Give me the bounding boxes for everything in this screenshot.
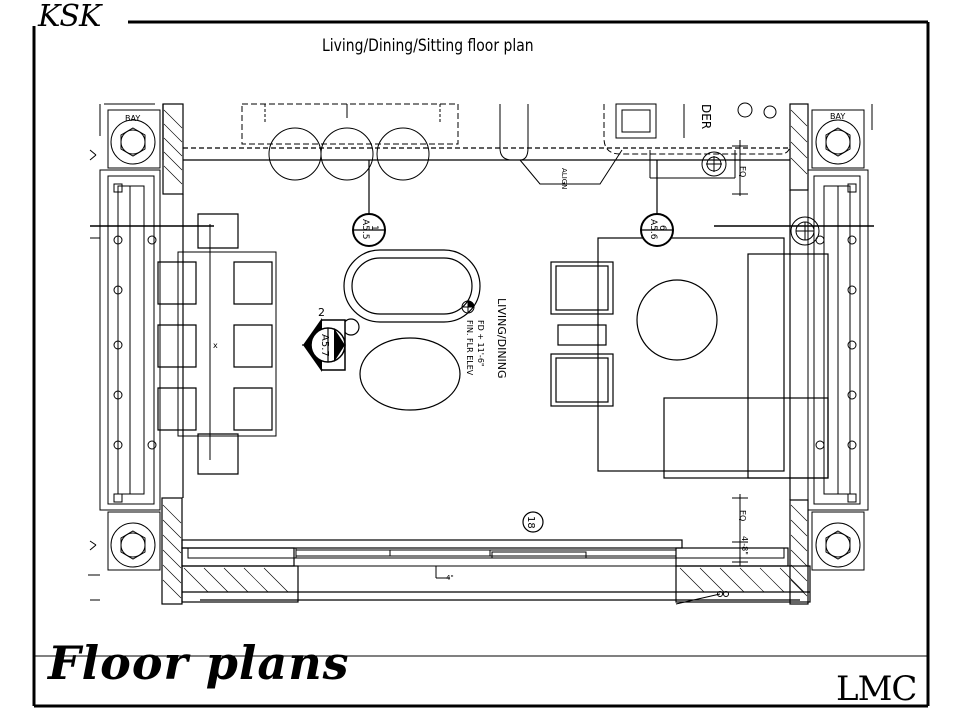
- sitting-furniture: [342, 249, 481, 411]
- callout-a57: [303, 318, 346, 372]
- bottom-window: [187, 547, 785, 605]
- callout-a57-sheet: A5.7: [319, 334, 330, 357]
- logo-lmc: LMC: [836, 669, 917, 709]
- callout-a57-num: 2: [318, 306, 325, 319]
- elevation-marker: [461, 300, 475, 314]
- eq-label-bottom: EQ: [738, 510, 747, 521]
- page-subtitle: Living/Dining/Sitting floor plan: [322, 36, 534, 56]
- elev-label-1: FD + 11'-6": [476, 320, 485, 367]
- callout-a56-num: 6: [657, 225, 667, 231]
- cabinet-niche: [499, 102, 820, 246]
- der-label: DER: [699, 104, 713, 129]
- threshold-dim-label: 4": [446, 574, 454, 582]
- align-leader: [519, 149, 623, 185]
- bay-label-right: BAY: [830, 112, 845, 121]
- elev-label-2: FIN. FLR ELEV: [465, 320, 474, 376]
- table-center-mark: x: [213, 341, 218, 350]
- right-dimension-marks: [732, 140, 748, 566]
- floor-plan: [88, 102, 874, 605]
- left-bay-window: [99, 109, 161, 571]
- callout-a55-sheet: A5.5: [360, 219, 370, 239]
- frame-border: [32, 20, 930, 708]
- room-number: 18: [525, 516, 536, 529]
- callout-a56: [640, 213, 674, 247]
- callout-a55-num: 1: [369, 225, 379, 231]
- room-label: LIVING/DINING: [495, 298, 508, 379]
- top-console: [241, 103, 459, 181]
- bay-label-left: BAY: [125, 114, 140, 123]
- logo-ksk: KSK: [38, 0, 101, 34]
- dining-table: [90, 224, 277, 460]
- callout-a56-sheet: A5.6: [648, 219, 658, 240]
- wall-hatching: [162, 109, 808, 599]
- column-symbols: [110, 119, 861, 568]
- section-lines: [302, 160, 658, 346]
- page-title: Floor plans: [48, 636, 350, 690]
- living-furniture: [550, 237, 829, 479]
- left-dimension-marks: [88, 103, 155, 601]
- right-bay-window: [714, 104, 874, 571]
- align-label: ALIGN: [560, 168, 568, 189]
- walls: [161, 103, 811, 605]
- dim-label-bottom: 4'-8": [740, 536, 749, 555]
- callout-a55: [352, 213, 386, 247]
- eq-label-top: EQ: [738, 166, 747, 177]
- pier-ornaments: [113, 183, 857, 503]
- dining-chairs: [157, 213, 273, 475]
- room-number-tag: [522, 511, 544, 533]
